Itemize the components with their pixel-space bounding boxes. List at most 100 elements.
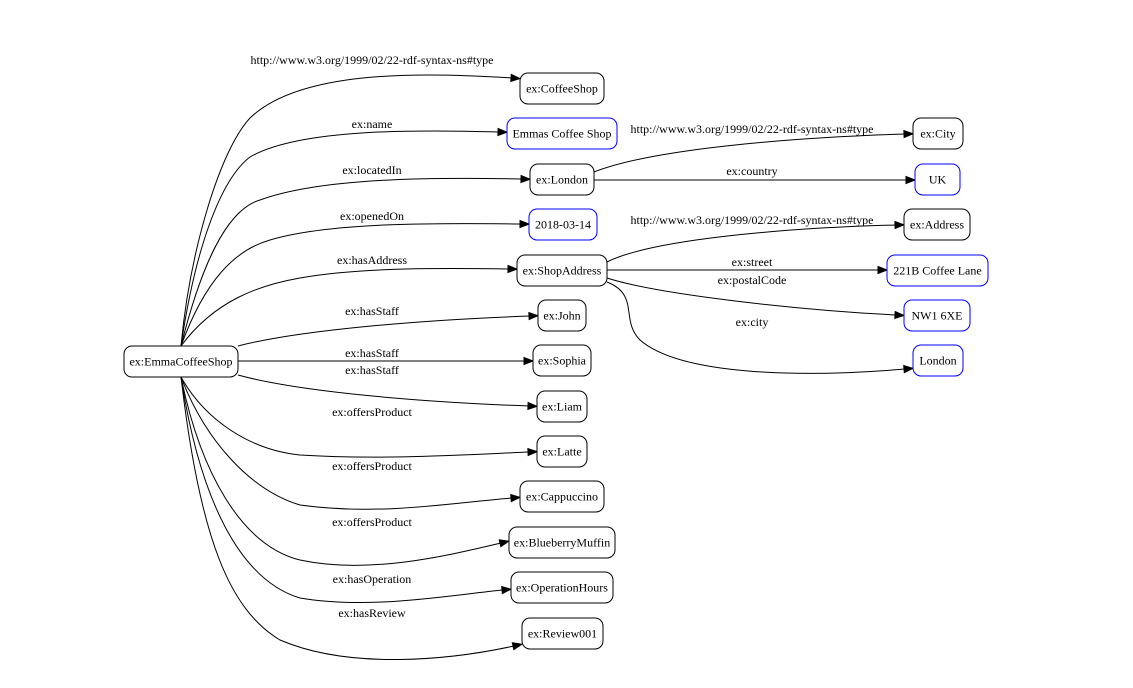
node-label: ex:OperationHours bbox=[516, 581, 608, 595]
node-label: ex:John bbox=[543, 309, 580, 323]
resource-node-address[interactable]: ex:Address bbox=[903, 208, 971, 241]
edge-shop-cappuccino: ex:offersProduct bbox=[180, 376, 522, 510]
resource-node-hours[interactable]: ex:OperationHours bbox=[510, 571, 614, 604]
node-label: 2018-03-14 bbox=[535, 218, 591, 232]
edge-shopaddress-postal: ex:postalCode bbox=[606, 273, 906, 320]
edge-label: ex:country bbox=[726, 164, 777, 178]
edge-london-uk: ex:country bbox=[594, 164, 917, 185]
arrowhead-icon bbox=[523, 356, 535, 366]
node-box bbox=[510, 571, 614, 604]
edge-shop-hours: ex:hasOperation bbox=[180, 376, 513, 604]
node-box bbox=[516, 254, 608, 287]
edge-line bbox=[180, 376, 504, 604]
node-label: ex:London bbox=[536, 173, 588, 187]
node-label: Emmas Coffee Shop bbox=[512, 127, 611, 141]
node-box bbox=[123, 345, 239, 378]
edge-label: ex:hasStaff bbox=[345, 346, 399, 360]
node-label: ex:Cappuccino bbox=[526, 490, 598, 504]
edge-line bbox=[180, 74, 513, 347]
edge-line bbox=[180, 267, 510, 347]
edge-line bbox=[606, 277, 897, 316]
edge-label: ex:locatedIn bbox=[342, 163, 401, 177]
edge-label: http://www.w3.org/1999/02/22-rdf-syntax-… bbox=[631, 122, 874, 136]
literal-node-postal[interactable]: NW1 6XE bbox=[903, 299, 971, 332]
node-box bbox=[914, 163, 961, 196]
edge-label: ex:offersProduct bbox=[332, 405, 412, 419]
node-label: ex:Latte bbox=[542, 445, 581, 459]
arrowhead-icon bbox=[903, 129, 915, 139]
node-box bbox=[506, 117, 618, 150]
node-box bbox=[903, 299, 971, 332]
literal-node-londonlit[interactable]: London bbox=[912, 344, 964, 377]
edge-shop-liam: ex:hasStaff bbox=[237, 363, 539, 411]
resource-node-city[interactable]: ex:City bbox=[912, 117, 964, 150]
resource-node-review[interactable]: ex:Review001 bbox=[521, 617, 604, 650]
edge-label: ex:hasStaff bbox=[345, 304, 399, 318]
edge-line bbox=[180, 177, 523, 347]
edge-label: ex:hasOperation bbox=[333, 572, 412, 586]
edge-label: ex:hasAddress bbox=[337, 253, 407, 267]
edge-line bbox=[237, 315, 531, 347]
edge-label: ex:offersProduct bbox=[332, 459, 412, 473]
node-box bbox=[537, 299, 587, 332]
arrowhead-icon bbox=[520, 174, 532, 184]
edge-label: ex:hasReview bbox=[338, 606, 406, 620]
node-box bbox=[529, 163, 595, 196]
arrowhead-icon bbox=[527, 447, 539, 457]
node-label: ex:ShopAddress bbox=[523, 264, 602, 278]
edge-label: ex:street bbox=[732, 255, 773, 269]
arrowhead-icon bbox=[501, 585, 513, 595]
arrowhead-icon bbox=[510, 73, 522, 83]
edge-label: http://www.w3.org/1999/02/22-rdf-syntax-… bbox=[251, 53, 494, 67]
resource-node-latte[interactable]: ex:Latte bbox=[536, 435, 588, 468]
edge-line bbox=[606, 224, 897, 263]
edge-line bbox=[180, 376, 515, 660]
literal-node-street[interactable]: 221B Coffee Lane bbox=[886, 254, 989, 287]
node-label: ex:Sophia bbox=[538, 354, 587, 368]
edge-shopaddress-street: ex:street bbox=[607, 255, 889, 275]
edge-label: ex:name bbox=[352, 117, 393, 131]
resource-node-john[interactable]: ex:John bbox=[537, 299, 587, 332]
resource-node-sophia[interactable]: ex:Sophia bbox=[532, 344, 592, 377]
resource-node-shopaddress[interactable]: ex:ShopAddress bbox=[516, 254, 608, 287]
node-box bbox=[903, 208, 971, 241]
resource-node-coffeeshop[interactable]: ex:CoffeeShop bbox=[519, 72, 605, 105]
node-label: 221B Coffee Lane bbox=[893, 264, 981, 278]
resource-node-liam[interactable]: ex:Liam bbox=[536, 390, 588, 423]
node-box bbox=[519, 72, 605, 105]
edge-shop-latte: ex:offersProduct bbox=[180, 376, 539, 458]
node-box bbox=[536, 435, 588, 468]
arrowhead-icon bbox=[527, 401, 539, 411]
resource-node-shop[interactable]: ex:EmmaCoffeeShop bbox=[123, 345, 239, 378]
literal-node-name[interactable]: Emmas Coffee Shop bbox=[506, 117, 618, 150]
literal-node-opened[interactable]: 2018-03-14 bbox=[528, 208, 598, 241]
edge-shop-shopaddress: ex:hasAddress bbox=[180, 253, 519, 347]
edge-line bbox=[606, 281, 906, 374]
arrowhead-icon bbox=[507, 264, 519, 274]
edge-label: ex:offersProduct bbox=[332, 515, 412, 529]
edge-shop-name: ex:name bbox=[180, 117, 509, 347]
node-label: ex:Liam bbox=[542, 400, 583, 414]
arrowhead-icon bbox=[498, 539, 511, 548]
arrowhead-icon bbox=[877, 265, 889, 275]
node-box bbox=[508, 526, 616, 559]
resource-node-cappuccino[interactable]: ex:Cappuccino bbox=[519, 480, 605, 513]
edge-line bbox=[180, 130, 500, 347]
arrowhead-icon bbox=[905, 175, 917, 185]
edge-shop-coffeeshop: http://www.w3.org/1999/02/22-rdf-syntax-… bbox=[180, 53, 522, 347]
node-box bbox=[519, 480, 605, 513]
node-label: ex:City bbox=[920, 127, 955, 141]
arrowhead-icon bbox=[894, 220, 906, 230]
node-box bbox=[912, 344, 964, 377]
node-label: ex:CoffeeShop bbox=[526, 82, 598, 96]
arrowhead-icon bbox=[511, 642, 524, 651]
edge-london-city: http://www.w3.org/1999/02/22-rdf-syntax-… bbox=[593, 122, 915, 173]
edge-line bbox=[180, 376, 502, 566]
literal-node-uk[interactable]: UK bbox=[914, 163, 961, 196]
arrowhead-icon bbox=[894, 310, 906, 320]
resource-node-london[interactable]: ex:London bbox=[529, 163, 595, 196]
node-box bbox=[886, 254, 989, 287]
resource-node-muffin[interactable]: ex:BlueberryMuffin bbox=[508, 526, 616, 559]
